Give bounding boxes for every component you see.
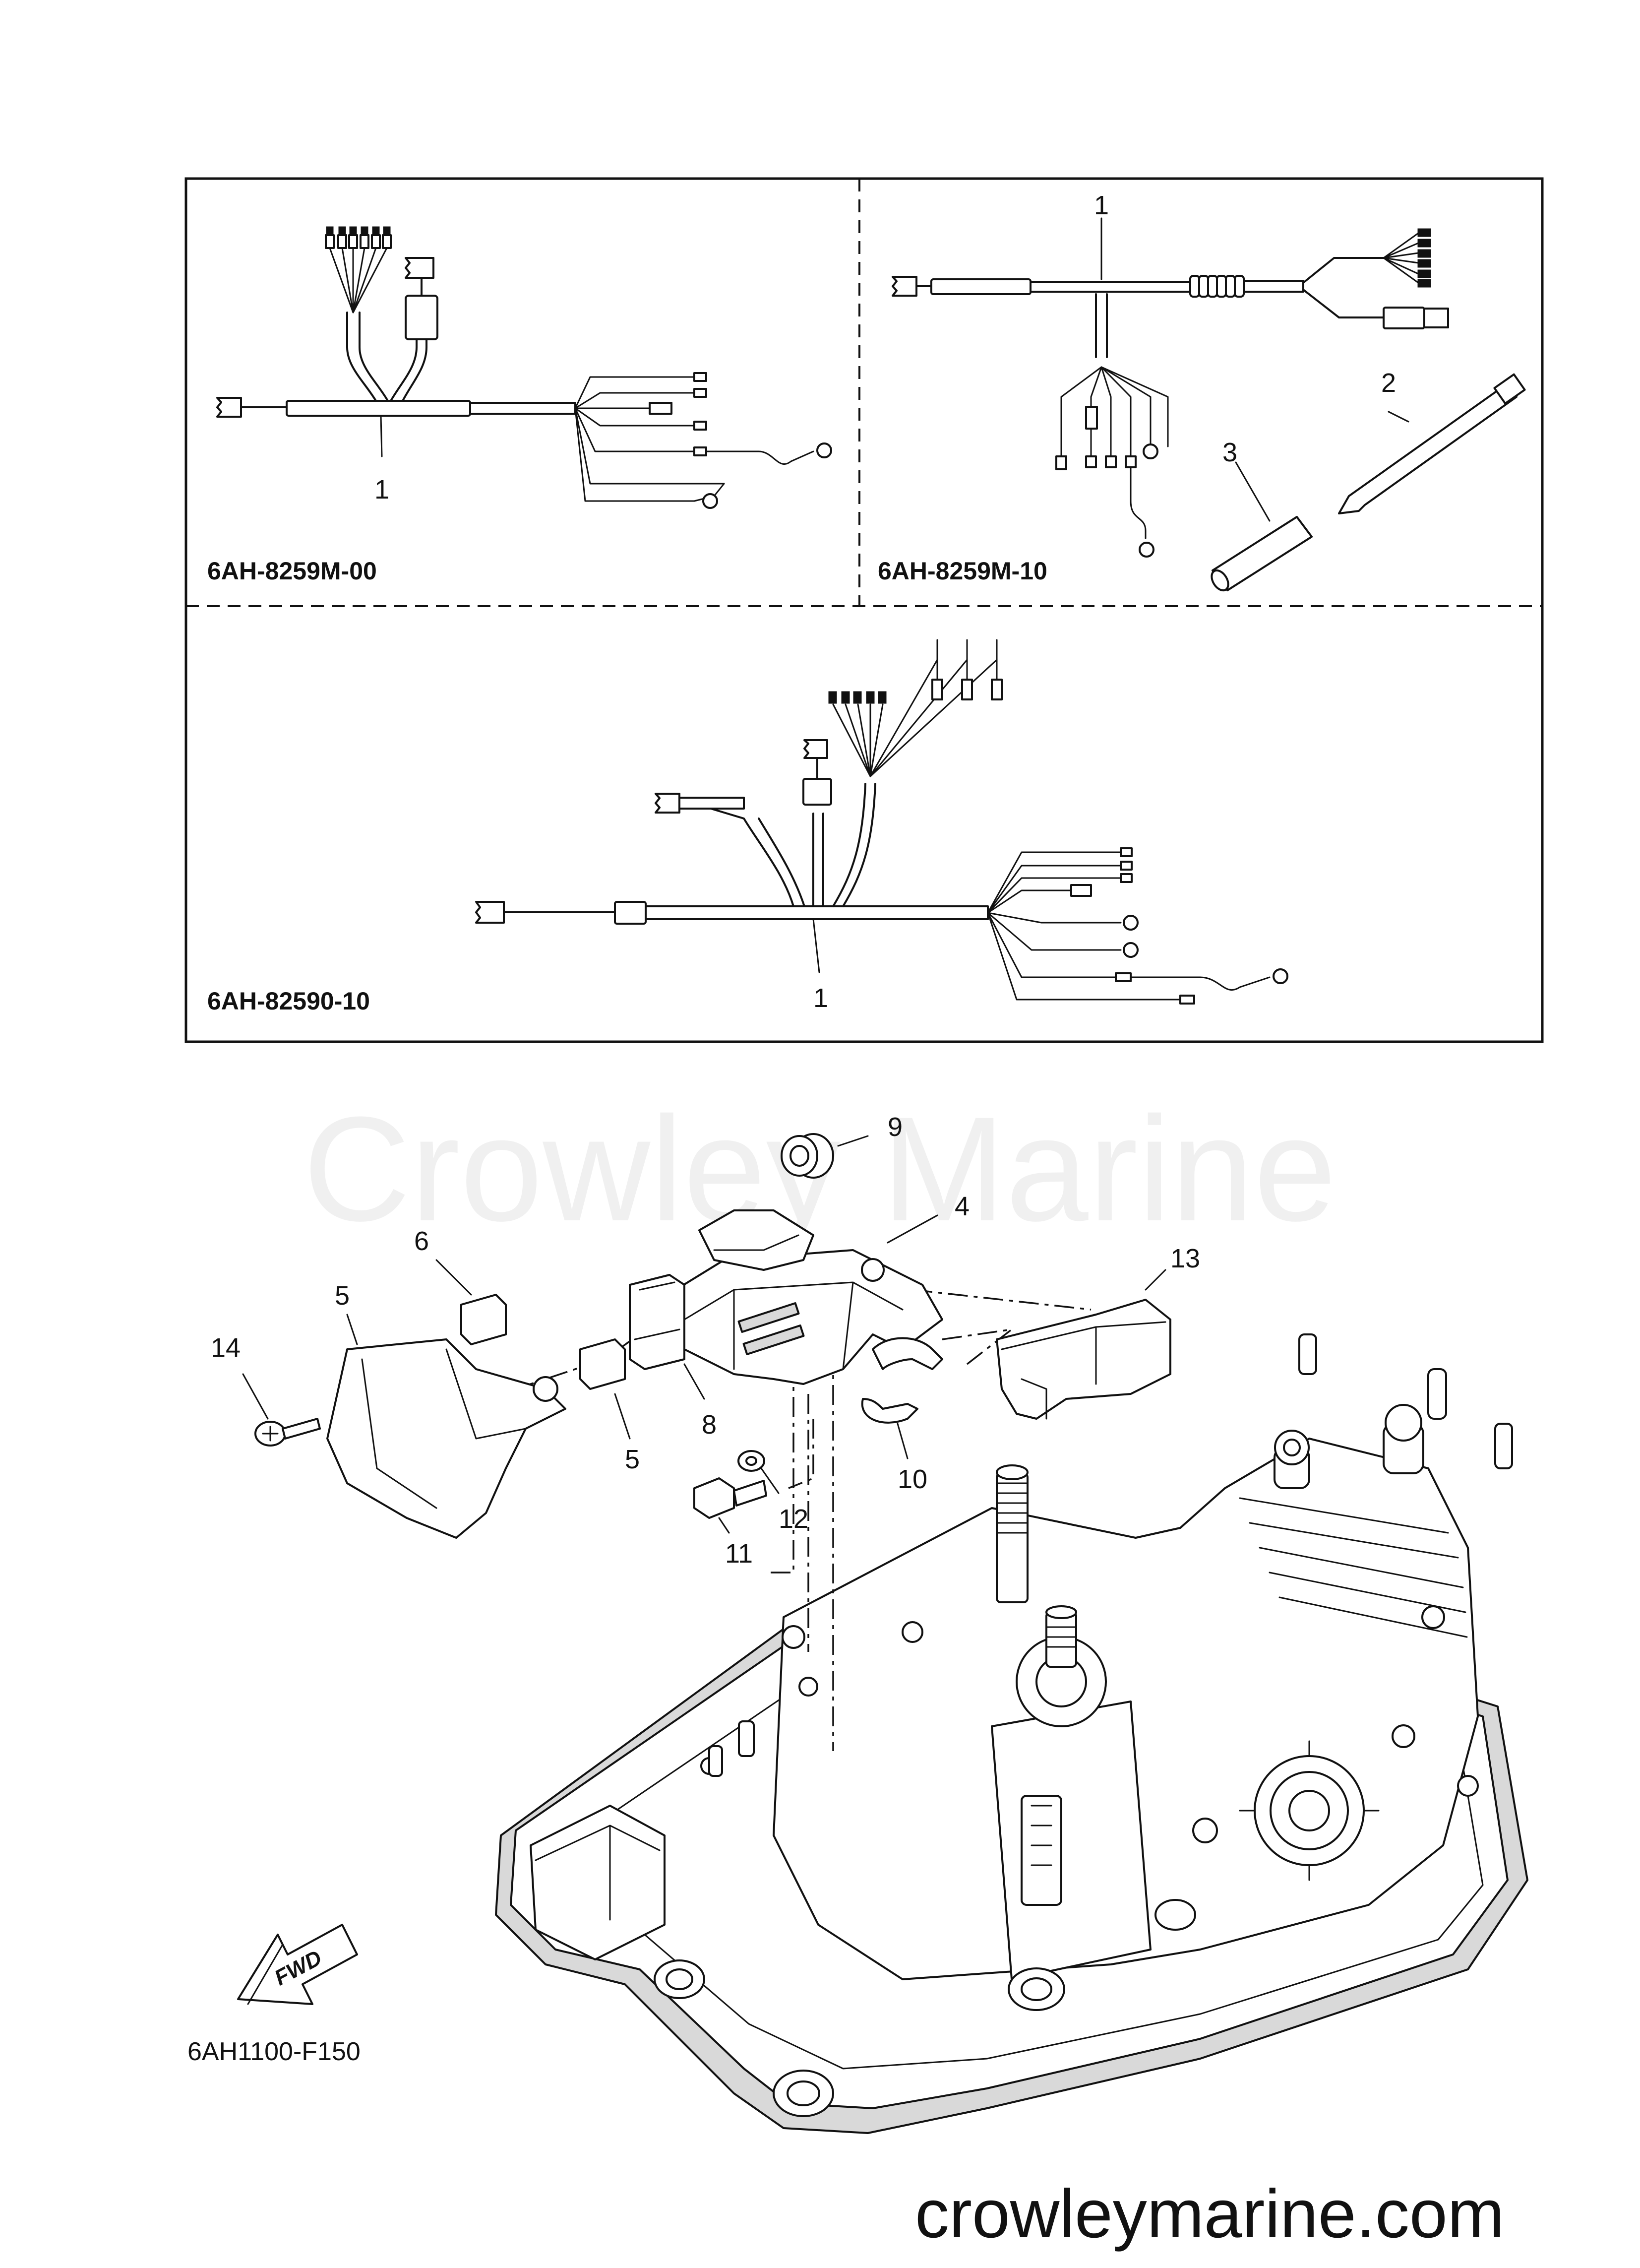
callout-8: 8 <box>702 1410 717 1440</box>
callout-2-top-right: 2 <box>1381 368 1396 398</box>
callout-12: 11 <box>725 1539 753 1569</box>
callout-9: 9 <box>888 1112 903 1142</box>
website-url[interactable]: crowleymarine.com <box>915 2176 1505 2252</box>
screw-part-14 <box>254 1418 321 1447</box>
callout-1-bottom: 1 <box>813 983 828 1013</box>
diagram-id: 6AH1100-F150 <box>187 2037 361 2066</box>
wire-harness-6ah-8259m-10: 1 2 3 6AH-8259M-10 <box>878 190 1526 592</box>
callout-13: 12 <box>779 1504 808 1534</box>
fwd-arrow-icon: FWD <box>237 1924 358 2005</box>
panel-code-top-left: 6AH-8259M-00 <box>207 557 377 585</box>
callout-11: 10 <box>898 1464 927 1494</box>
callout-6: 5 <box>625 1445 640 1474</box>
callout-3-top-right: 3 <box>1222 438 1237 467</box>
wire-harness-6ah-82590-10: 1 6AH-82590-10 <box>207 639 1288 1015</box>
wire-harness-6ah-8259m-00: 1 6AH-8259M-00 <box>207 226 832 585</box>
grommet-part-9 <box>781 1133 834 1179</box>
callout-1-top-left: 1 <box>374 475 389 504</box>
exploded-parts: 4 9 13 10 8 6 5 <box>211 1112 1200 1751</box>
callout-1-top-right: 1 <box>1094 190 1109 220</box>
panel-code-bottom: 6AH-82590-10 <box>207 987 370 1015</box>
callout-7: 6 <box>414 1226 429 1256</box>
engine-assembly <box>495 1333 1528 2134</box>
callout-5: 5 <box>335 1281 350 1311</box>
bolt-part-12 <box>693 1477 767 1519</box>
callout-10: 13 <box>1170 1244 1200 1273</box>
callout-4: 4 <box>955 1192 970 1221</box>
callout-14: 14 <box>211 1333 241 1363</box>
panel-code-top-right: 6AH-8259M-10 <box>878 557 1047 585</box>
harness-variants-frame <box>184 177 1544 1043</box>
